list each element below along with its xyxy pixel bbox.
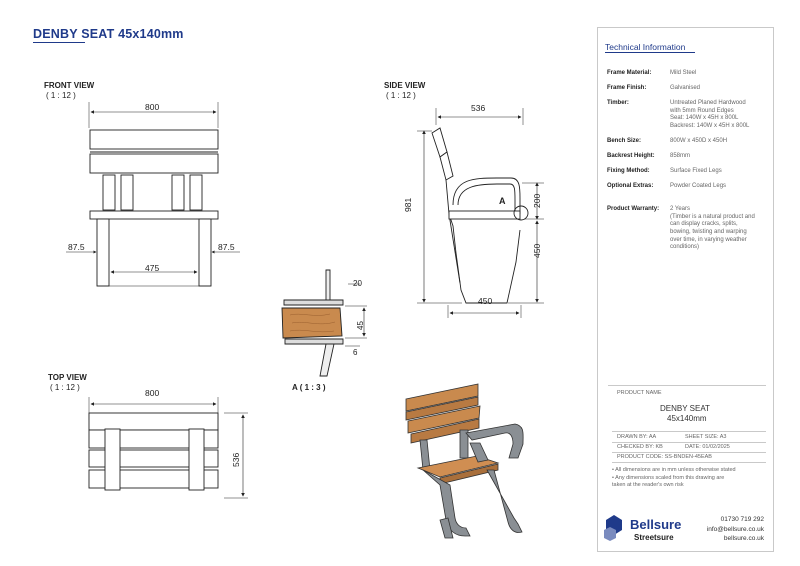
spec-fixing-method: Fixing Method: Surface Fixed Legs — [607, 168, 772, 176]
side-dim-depth: 536 — [471, 103, 486, 113]
panel-heading: Technical Information — [605, 42, 686, 52]
spec-key: Fixing Method: — [607, 168, 650, 174]
panel-heading-underline — [605, 52, 695, 53]
spec-value: Galvanised — [670, 85, 701, 91]
brand-sub: Streetsure — [634, 533, 674, 542]
checked-by: CHECKED BY: KB — [617, 444, 663, 450]
contact-phone: 01730 719 292 — [720, 516, 764, 523]
spec-value: Untreated Planed Hardwood with 5mm Round… — [670, 100, 750, 130]
spec-frame-material: Frame Material: Mild Steel — [607, 70, 772, 78]
side-callout-a: A — [499, 196, 506, 206]
note-line: • All dimensions are in mm unless otherw… — [612, 467, 736, 473]
front-dim-left-offset: 87.5 — [68, 242, 85, 252]
detail-view-label: A ( 1 : 3 ) — [292, 383, 326, 392]
detail-dim-bottom: 6 — [353, 348, 358, 357]
spec-backrest-height: Backrest Height: 858mm — [607, 153, 772, 161]
top-view-label: TOP VIEW — [48, 373, 87, 382]
title-block-divider — [612, 431, 766, 432]
spec-value: 800W x 450D x 450H — [670, 138, 728, 144]
spec-frame-finish: Frame Finish: Galvanised — [607, 85, 772, 93]
spec-value: Mild Steel — [670, 70, 697, 76]
spec-value: 2 Years (Timber is a natural product and… — [670, 206, 755, 251]
title-underline — [33, 42, 85, 43]
spec-key: Frame Finish: — [607, 85, 647, 91]
side-view-label: SIDE VIEW — [384, 81, 426, 90]
product-code: PRODUCT CODE: SS-BNDEN-45EAB — [617, 454, 712, 460]
spec-timber: Timber: Untreated Planed Hardwood with 5… — [607, 100, 772, 131]
sheet-size: SHEET SIZE: A3 — [685, 434, 727, 440]
spec-value: 858mm — [670, 153, 691, 159]
drawing-title: DENBY SEAT 45x140mm — [33, 27, 184, 41]
title-block-divider — [612, 442, 766, 443]
note-line: taken at the reader's own risk — [612, 482, 684, 488]
bench-3d-illustration — [405, 383, 524, 539]
title-block-divider — [612, 462, 766, 463]
title-block — [608, 385, 766, 465]
contact-email[interactable]: info@bellsure.co.uk — [706, 526, 764, 533]
note-line: • Any dimensions scaled from this drawin… — [612, 475, 725, 481]
front-view-drawing — [66, 102, 240, 287]
spec-value: Surface Fixed Legs — [670, 168, 722, 174]
side-view-scale: ( 1 : 12 ) — [386, 91, 416, 100]
spec-key: Backrest Height: — [607, 153, 655, 159]
brand-name: Bellsure — [630, 517, 682, 532]
front-view-label: FRONT VIEW — [44, 81, 95, 90]
spec-key: Frame Material: — [607, 70, 652, 76]
spec-key: Timber: — [607, 100, 629, 106]
product-sub: 45x140mm — [667, 414, 707, 423]
spec-product-warranty: Product Warranty: 2 Years (Timber is a n… — [607, 206, 772, 252]
title-block-divider — [612, 452, 766, 453]
technical-info-panel — [597, 27, 774, 552]
top-view-drawing — [88, 397, 248, 499]
front-view-scale: ( 1 : 12 ) — [46, 91, 76, 100]
top-view-scale: ( 1 : 12 ) — [50, 383, 80, 392]
detail-dim-top: 20 — [353, 279, 362, 288]
front-dim-width: 800 — [145, 102, 160, 112]
spec-value: Powder Coated Legs — [670, 183, 727, 189]
detail-a-drawing — [281, 269, 367, 377]
product-name-label: PRODUCT NAME — [617, 390, 662, 396]
front-dim-inner: 475 — [145, 263, 160, 273]
product-name: DENBY SEAT — [660, 404, 710, 413]
side-dim-base: 450 — [478, 296, 493, 306]
spec-key: Bench Size: — [607, 138, 642, 144]
side-view-drawing — [417, 108, 544, 318]
spec-bench-size: Bench Size: 800W x 450D x 450H — [607, 138, 772, 146]
drawn-by: DRAWN BY: AA — [617, 434, 657, 440]
spec-key: Product Warranty: — [607, 206, 660, 212]
top-dim-width: 800 — [145, 388, 160, 398]
spec-optional-extras: Optional Extras: Powder Coated Legs — [607, 183, 772, 191]
spec-key: Optional Extras: — [607, 183, 654, 189]
front-dim-right-offset: 87.5 — [218, 242, 235, 252]
drawing-date: DATE: 01/02/2025 — [685, 444, 730, 450]
contact-web[interactable]: bellsure.co.uk — [723, 535, 764, 542]
